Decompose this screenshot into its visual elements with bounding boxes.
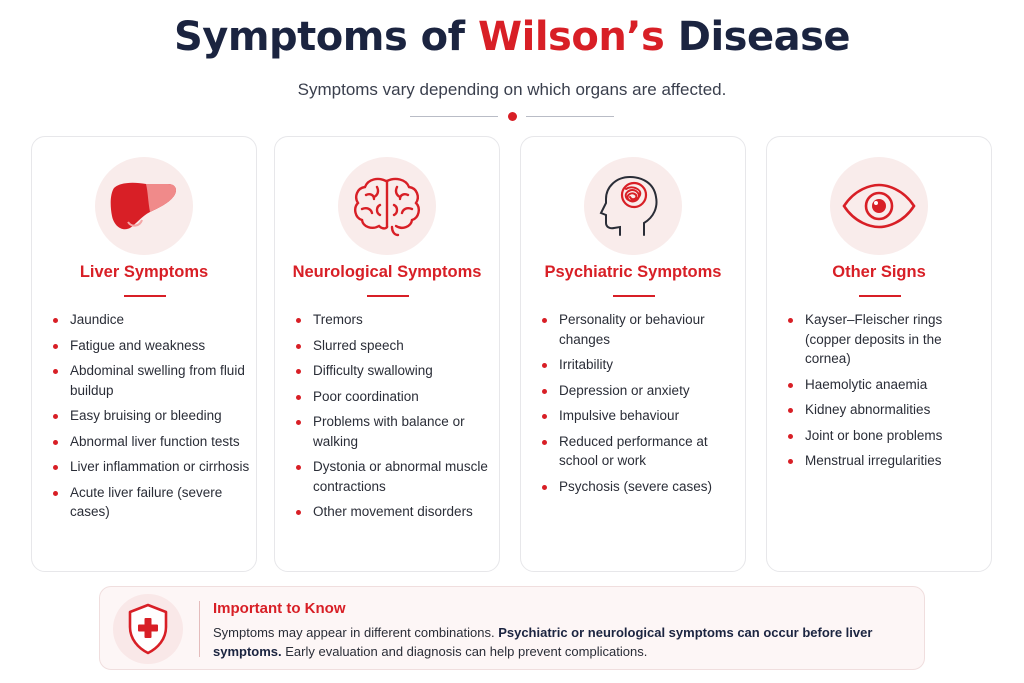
list-item: Menstrual irregularities — [788, 451, 985, 471]
liver-icon — [95, 157, 193, 255]
bullet-icon — [788, 318, 793, 323]
bullet-icon — [53, 369, 58, 374]
list-item: Abdominal swelling from fluid buildup — [53, 361, 250, 400]
bullet-icon — [53, 490, 58, 496]
bullet-icon — [788, 382, 793, 388]
title-part1: Symptoms of — [173, 14, 478, 60]
page-title: Symptoms of Wilson’s Disease — [0, 14, 1024, 60]
list-item: Slurred speech — [296, 336, 493, 356]
bullet-icon — [53, 318, 58, 323]
bullet-icon — [788, 408, 793, 413]
title-underline — [859, 295, 901, 297]
list-item: Irritability — [542, 355, 739, 375]
head-scribble-icon — [584, 157, 682, 255]
shield-cross-icon — [113, 594, 183, 664]
note-divider — [199, 601, 200, 657]
card-title: Liver Symptoms — [79, 263, 209, 281]
divider-line-left — [410, 116, 498, 117]
bullet-icon — [542, 484, 547, 490]
symptom-list: Kayser–Fleischer rings (copper deposits … — [788, 310, 985, 477]
list-item: Tremors — [296, 310, 493, 330]
card-psychiatric-symptoms: Psychiatric Symptoms Personality or beha… — [520, 136, 746, 572]
list-item: Poor coordination — [296, 387, 493, 407]
eye-icon — [830, 157, 928, 255]
card-liver-symptoms: Liver Symptoms Jaundice Fatigue and weak… — [31, 136, 257, 572]
list-item: Difficulty swallowing — [296, 361, 493, 381]
list-item: Liver inflammation or cirrhosis — [53, 457, 250, 477]
bullet-icon — [296, 343, 301, 349]
bullet-icon — [296, 369, 301, 374]
list-item: Acute liver failure (severe cases) — [53, 483, 250, 522]
list-item: Easy bruising or bleeding — [53, 406, 250, 426]
bullet-icon — [788, 433, 793, 439]
list-item: Kidney abnormalities — [788, 400, 985, 420]
bullet-icon — [53, 343, 58, 349]
list-item: Kayser–Fleischer rings (copper deposits … — [788, 310, 985, 369]
title-divider — [410, 110, 614, 124]
title-underline — [124, 295, 166, 297]
list-item: Psychosis (severe cases) — [542, 477, 739, 497]
bullet-icon — [296, 394, 301, 400]
card-other-signs: Other Signs Kayser–Fleischer rings (copp… — [766, 136, 992, 572]
bullet-icon — [53, 465, 58, 470]
list-item: Fatigue and weakness — [53, 336, 250, 356]
list-item: Dystonia or abnormal muscle contractions — [296, 457, 493, 496]
title-underline — [367, 295, 409, 297]
card-neurological-symptoms: Neurological Symptoms Tremors Slurred sp… — [274, 136, 500, 572]
symptom-list: Jaundice Fatigue and weakness Abdominal … — [53, 310, 250, 528]
page-subtitle: Symptoms vary depending on which organs … — [297, 80, 727, 99]
note-title: Important to Know — [213, 600, 346, 617]
list-item: Personality or behaviour changes — [542, 310, 739, 349]
list-item: Haemolytic anaemia — [788, 375, 985, 395]
title-accent: Wilson’s — [478, 14, 665, 60]
list-item: Depression or anxiety — [542, 381, 739, 401]
bullet-icon — [788, 459, 793, 464]
symptom-list: Tremors Slurred speech Difficulty swallo… — [296, 310, 493, 528]
divider-dot — [508, 112, 517, 121]
divider-line-right — [526, 116, 614, 117]
symptom-list: Personality or behaviour changes Irritab… — [542, 310, 739, 502]
bullet-icon — [542, 414, 547, 419]
card-title: Other Signs — [832, 263, 926, 281]
bullet-icon — [296, 465, 301, 470]
list-item: Reduced performance at school or work — [542, 432, 739, 471]
bullet-icon — [53, 414, 58, 419]
list-item: Problems with balance or walking — [296, 412, 493, 451]
list-item: Jaundice — [53, 310, 250, 330]
bullet-icon — [296, 420, 301, 425]
note-text: Symptoms may appear in different combina… — [213, 625, 873, 659]
bullet-icon — [542, 388, 547, 394]
list-item: Joint or bone problems — [788, 426, 985, 446]
card-title: Psychiatric Symptoms — [544, 263, 722, 281]
title-part2: Disease — [664, 14, 851, 60]
bullet-icon — [542, 318, 547, 323]
bullet-icon — [542, 363, 547, 368]
list-item: Other movement disorders — [296, 502, 493, 522]
bullet-icon — [53, 439, 58, 445]
list-item: Abnormal liver function tests — [53, 432, 250, 452]
brain-icon — [338, 157, 436, 255]
important-note: Important to Know Symptoms may appear in… — [99, 586, 925, 670]
list-item: Impulsive behaviour — [542, 406, 739, 426]
bullet-icon — [296, 318, 301, 323]
title-underline — [613, 295, 655, 297]
bullet-icon — [542, 439, 547, 445]
bullet-icon — [296, 510, 301, 515]
card-title: Neurological Symptoms — [292, 263, 482, 281]
